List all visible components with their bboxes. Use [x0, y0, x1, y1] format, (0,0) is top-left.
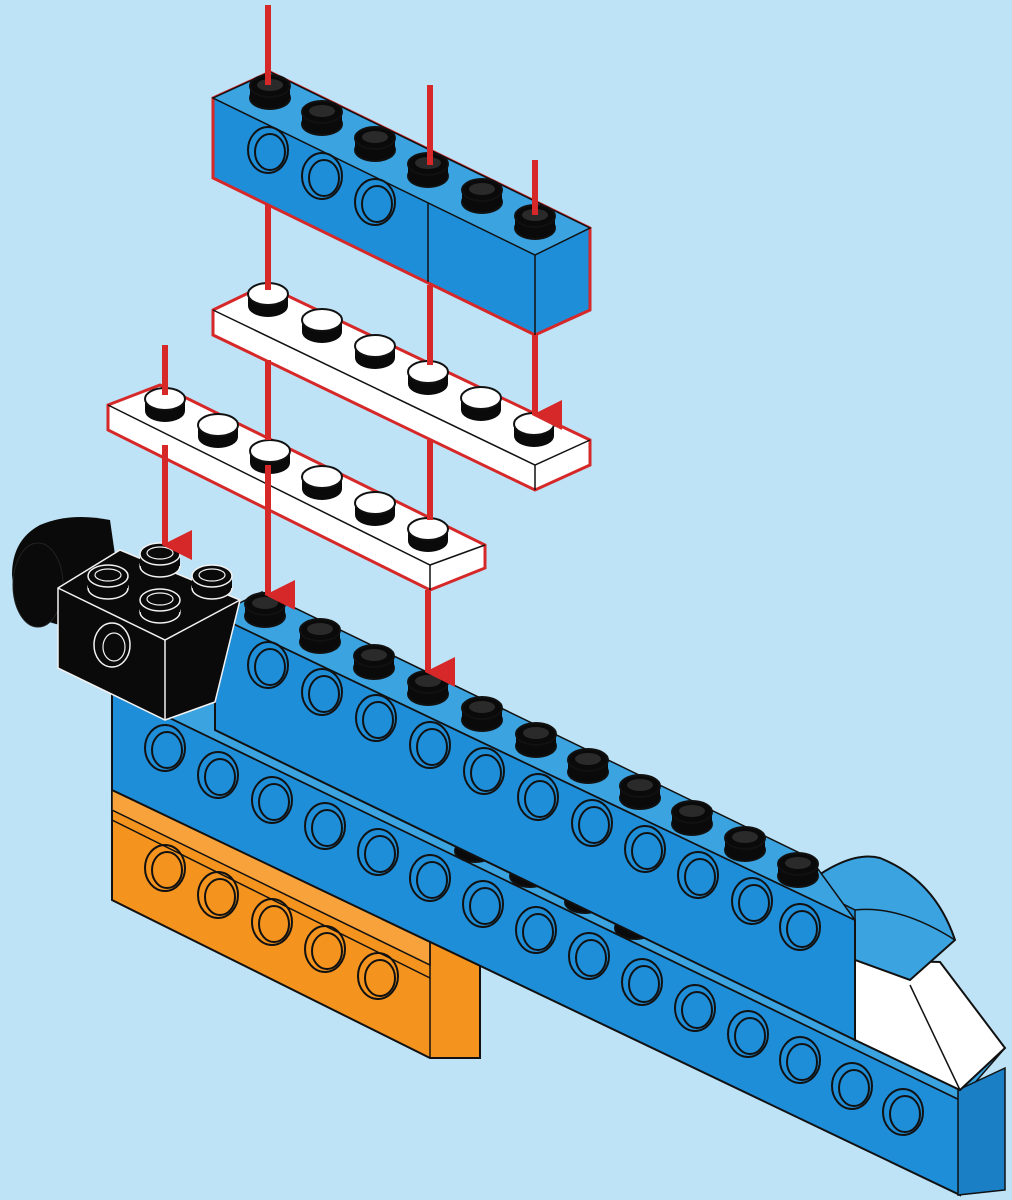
beam-stud — [568, 749, 608, 783]
beam-stud — [300, 619, 340, 653]
plate-stud — [355, 492, 395, 526]
beam-stud — [620, 775, 660, 809]
beam-stud — [302, 101, 342, 135]
beam-stud — [355, 127, 395, 161]
beam-stud — [245, 593, 285, 627]
brick-stud — [140, 589, 180, 623]
beam-stud — [778, 853, 818, 887]
black-brick — [12, 517, 240, 720]
beam-stud — [672, 801, 712, 835]
brick-stud — [192, 565, 232, 599]
plate-stud — [355, 335, 395, 369]
base-model — [12, 517, 1005, 1195]
plate-stud — [408, 518, 448, 552]
beam-stud — [725, 827, 765, 861]
beam-stud — [516, 723, 556, 757]
beam-stud — [354, 645, 394, 679]
plate-stud — [461, 387, 501, 421]
plate-stud — [302, 309, 342, 343]
beam-stud — [408, 671, 448, 705]
new-parts — [108, 72, 590, 590]
plate-stud — [302, 466, 342, 500]
plate-stud — [408, 361, 448, 395]
beam-stud — [462, 697, 502, 731]
plate-stud — [514, 413, 554, 447]
brick-stud — [140, 543, 180, 577]
plate-stud — [198, 414, 238, 448]
beam-stud — [462, 179, 502, 213]
brick-stud — [88, 565, 128, 599]
